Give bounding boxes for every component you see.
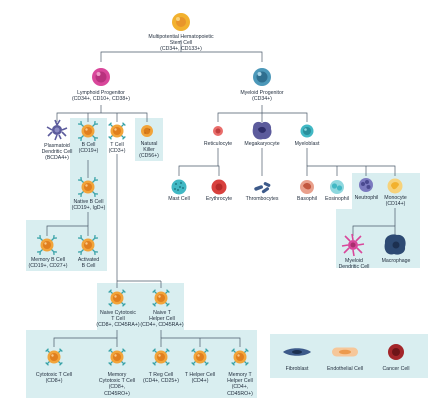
eosinophil-label: Eosinophil	[325, 196, 349, 202]
macrophage-icon	[384, 234, 406, 255]
reticulocyte-label: Reticulocyte	[203, 141, 233, 147]
panel-naive-t	[97, 283, 184, 331]
nk-label: Natural Killer (CD56+)	[139, 141, 159, 160]
fibroblast-icon	[283, 348, 311, 356]
myeloblast-icon	[300, 124, 314, 138]
naive-cytotoxic-t-icon	[108, 289, 126, 307]
t-cell-icon	[108, 122, 126, 140]
memory-b-cell-label: Memory B Cell (CD19+, CD27+)	[28, 257, 68, 270]
stem-cell-icon	[172, 13, 190, 31]
neutrophil-label: Neutrophil	[354, 195, 379, 201]
basophil-icon	[300, 180, 314, 194]
panel-monocyte-progeny	[336, 209, 420, 268]
cytotoxic-t-label: Cytotoxic T Cell (CD8+)	[35, 372, 73, 385]
b-cell-label: B Cell (CD19+)	[78, 142, 99, 155]
panel-nk	[135, 118, 163, 161]
myeloblast-label: Myeloblast	[294, 141, 320, 147]
myeloid-progenitor-label: Myeloid Progenitor (CD34+)	[240, 90, 284, 103]
erythrocyte-label: Erythrocyte	[205, 196, 233, 202]
eosinophil-icon	[330, 180, 344, 194]
erythrocyte-icon	[211, 179, 227, 195]
myeloid-dc-label: Myeloid Dendritic Cell	[338, 258, 370, 271]
memory-t-helper-label: Memory T Helper Cell (CD4+, CD45RO+)	[227, 372, 253, 397]
t-helper-cell-icon	[191, 348, 209, 366]
legend-cancer-label: Cancer Cell	[382, 366, 410, 372]
cancer-cell-icon	[388, 344, 404, 360]
lymphoid-progenitor-label: Lymphoid Progenitor (CD34+, CD10+, CD38+…	[71, 90, 131, 103]
memory-cytotoxic-t-icon	[108, 348, 126, 366]
megakaryocyte-icon	[252, 121, 272, 140]
plasmatoid-dendritic-cell-icon	[46, 119, 68, 141]
mast-cell-label: Mast Cell	[168, 196, 190, 202]
native-b-cell-icon	[78, 177, 98, 197]
thrombocytes-label: Thrombocytes	[245, 196, 279, 202]
mast-cell-icon	[171, 179, 187, 195]
panel-effector-t	[26, 330, 257, 398]
monocyte-icon	[387, 178, 403, 194]
memory-t-helper-icon	[231, 348, 249, 366]
cytotoxic-t-cell-icon	[45, 348, 63, 366]
reticulocyte-icon	[213, 126, 223, 136]
megakaryocyte-label: Megakaryocyte	[244, 141, 280, 147]
naive-t-helper-icon	[152, 289, 170, 307]
macrophage-label: Macrophage	[381, 258, 411, 264]
t-reg-cell-icon	[152, 348, 170, 366]
monocyte-label: Monocyte (CD14+)	[384, 195, 407, 208]
naive-t-helper-label: Naive T Helper Cell (CD4+, CD45RA+)	[140, 310, 184, 329]
native-b-cell-label: Native B Cell (CD19+, IgD+)	[71, 199, 106, 212]
endothelial-cell-icon	[332, 347, 358, 357]
memory-b-cell-icon	[37, 235, 57, 255]
activated-b-cell-label: Activated B Cell	[77, 257, 100, 270]
naive-cytotoxic-label: Naive Cytotoxic T Cell (CD8+, CD45RA+)	[96, 310, 140, 329]
legend-endothelial-label: Endothelial Cell	[326, 366, 364, 372]
activated-b-cell-icon	[78, 235, 98, 255]
stem-cell-label: Multipotential Hematopoietic Stem Cell (…	[148, 34, 214, 53]
t-helper-label: T Helper Cell (CD4+)	[184, 372, 216, 385]
plasmatoid-dc-label: Plasmatoid Dendritic Cell (BCDA4+)	[41, 143, 73, 162]
memory-cytotoxic-t-label: Memory Cytotoxic T Cell (CD8+, CD45RO+)	[98, 372, 136, 397]
lymphoid-progenitor-icon	[92, 68, 110, 86]
b-cell-icon	[78, 121, 98, 141]
t-cell-label: T Cell (CD3+)	[108, 142, 126, 155]
basophil-label: Basophil	[297, 196, 317, 202]
t-reg-label: T Reg Cell (CD4+, CD25+)	[142, 372, 180, 385]
thrombocytes-icon	[254, 182, 271, 194]
myeloid-progenitor-icon	[253, 68, 271, 86]
myeloid-dendritic-cell-icon	[341, 233, 365, 257]
natural-killer-icon	[141, 125, 153, 137]
legend-fibroblast-label: Fibroblast	[285, 366, 309, 372]
neutrophil-icon	[359, 178, 373, 192]
